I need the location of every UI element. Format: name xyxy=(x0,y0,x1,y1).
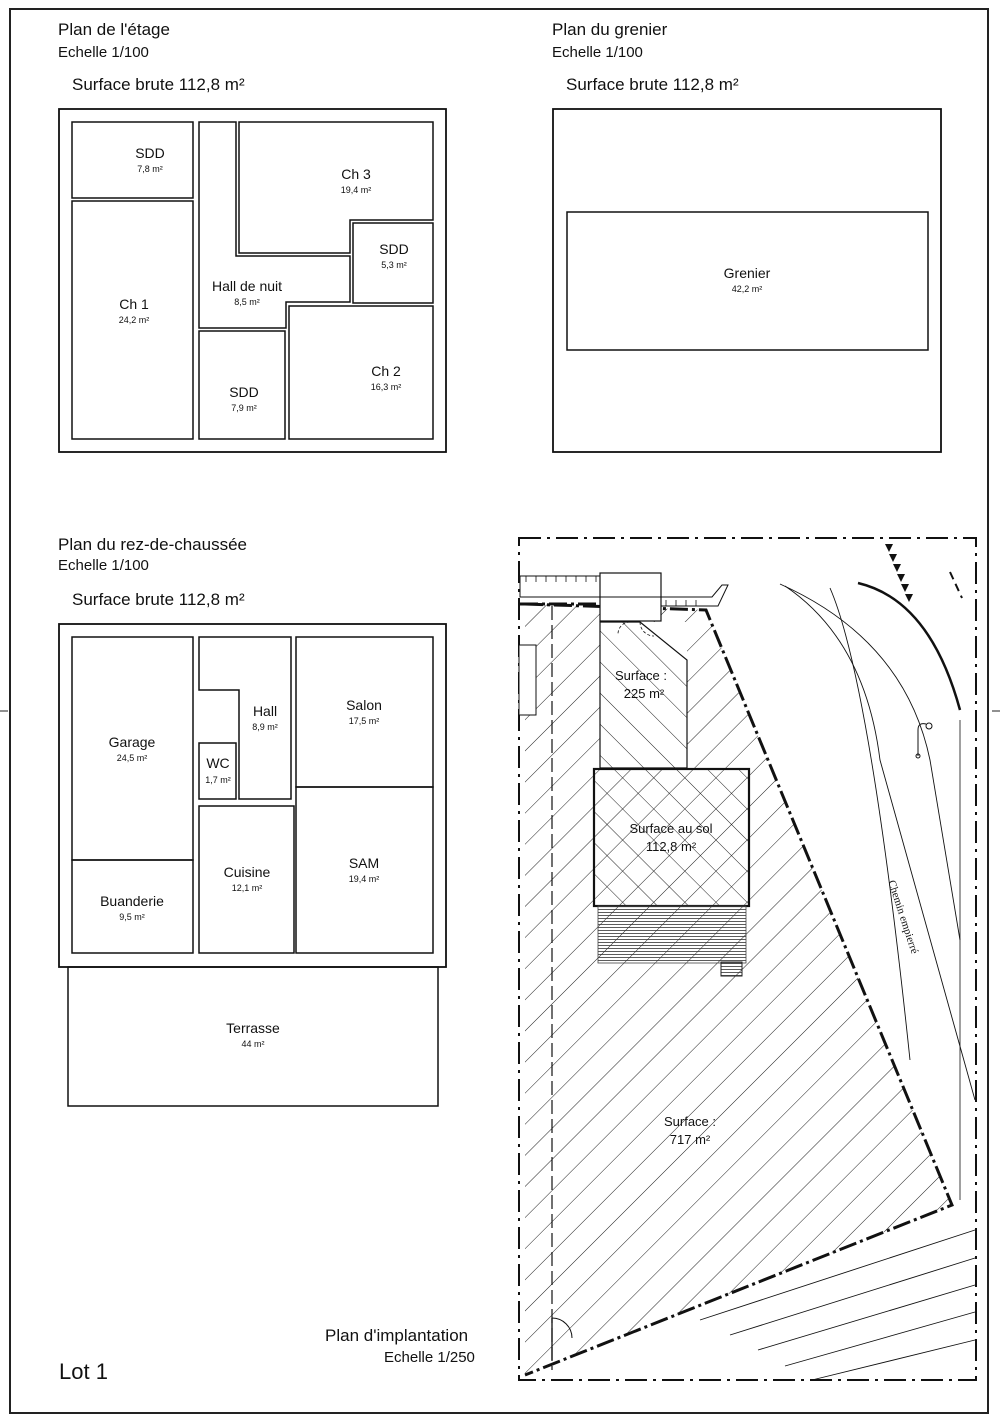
implantation-drive-label: Surface : xyxy=(615,668,667,683)
etage-title: Plan de l'étage xyxy=(58,20,170,39)
etage-ch1-area: 24,2 m² xyxy=(119,315,150,325)
rdc-salon-area: 17,5 m² xyxy=(349,716,380,726)
rdc-hall-area: 8,9 m² xyxy=(252,722,278,732)
lot-label: Lot 1 xyxy=(59,1359,108,1384)
etage-scale: Echelle 1/100 xyxy=(58,44,149,61)
grenier-plan xyxy=(552,108,942,453)
rdc-buanderie-area: 9,5 m² xyxy=(119,912,145,922)
etage-sdd2-name: SDD xyxy=(379,241,409,257)
rdc-garage-area: 24,5 m² xyxy=(117,753,148,763)
rdc-wc-area: 1,7 m² xyxy=(205,775,231,785)
rdc-sam-name: SAM xyxy=(349,855,379,871)
implantation-plan xyxy=(518,537,977,1381)
implantation-jardin-value: 717 m² xyxy=(670,1132,711,1147)
grenier-scale: Echelle 1/100 xyxy=(552,44,643,61)
rdc-plan xyxy=(58,623,447,1107)
etage-sdd3-name: SDD xyxy=(229,384,259,400)
rdc-title: Plan du rez-de-chaussée xyxy=(58,535,248,554)
implantation-jardin-label: Surface : xyxy=(664,1114,716,1129)
etage-ch2-area: 16,3 m² xyxy=(371,382,402,392)
implantation-scale: Echelle 1/250 xyxy=(384,1349,475,1366)
etage-plan xyxy=(58,108,447,453)
rdc-scale: Echelle 1/100 xyxy=(58,557,149,574)
rdc-wc-name: WC xyxy=(206,755,229,771)
rdc-terrasse-name: Terrasse xyxy=(226,1020,280,1036)
etage-sdd2-area: 5,3 m² xyxy=(381,260,407,270)
grenier-surface: Surface brute 112,8 m² xyxy=(566,75,739,94)
rdc-terrasse-area: 44 m² xyxy=(241,1039,264,1049)
rdc-cuisine-name: Cuisine xyxy=(224,864,271,880)
drawing-sheet xyxy=(9,8,989,1414)
rdc-cuisine-area: 12,1 m² xyxy=(232,883,263,893)
rdc-garage-name: Garage xyxy=(109,734,156,750)
etage-surface: Surface brute 112,8 m² xyxy=(72,75,245,94)
rdc-buanderie-name: Buanderie xyxy=(100,893,164,909)
implantation-title: Plan d'implantation xyxy=(325,1326,469,1345)
rdc-salon-name: Salon xyxy=(346,697,382,713)
grenier-room-area: 42,2 m² xyxy=(732,284,763,294)
rdc-hall-name: Hall xyxy=(253,703,277,719)
road-label: Chemin empierré xyxy=(885,879,920,956)
etage-ch1-name: Ch 1 xyxy=(119,296,149,312)
etage-sdd1-name: SDD xyxy=(135,145,165,161)
grenier-room-name: Grenier xyxy=(724,265,771,281)
etage-sdd3-area: 7,9 m² xyxy=(231,403,257,413)
etage-ch2-name: Ch 2 xyxy=(371,363,401,379)
etage-ch3-name: Ch 3 xyxy=(341,166,371,182)
implantation-sol-value: 112,8 m² xyxy=(646,839,697,854)
rdc-surface: Surface brute 112,8 m² xyxy=(72,590,245,609)
implantation-sol-label: Surface au sol xyxy=(629,821,712,836)
etage-hall-name: Hall de nuit xyxy=(212,278,282,294)
etage-sdd1-area: 7,8 m² xyxy=(137,164,163,174)
etage-ch3-area: 19,4 m² xyxy=(341,185,372,195)
rdc-sam-area: 19,4 m² xyxy=(349,874,380,884)
implantation-drive-value: 225 m² xyxy=(624,686,665,701)
grenier-title: Plan du grenier xyxy=(552,20,668,39)
etage-hall-area: 8,5 m² xyxy=(234,297,260,307)
